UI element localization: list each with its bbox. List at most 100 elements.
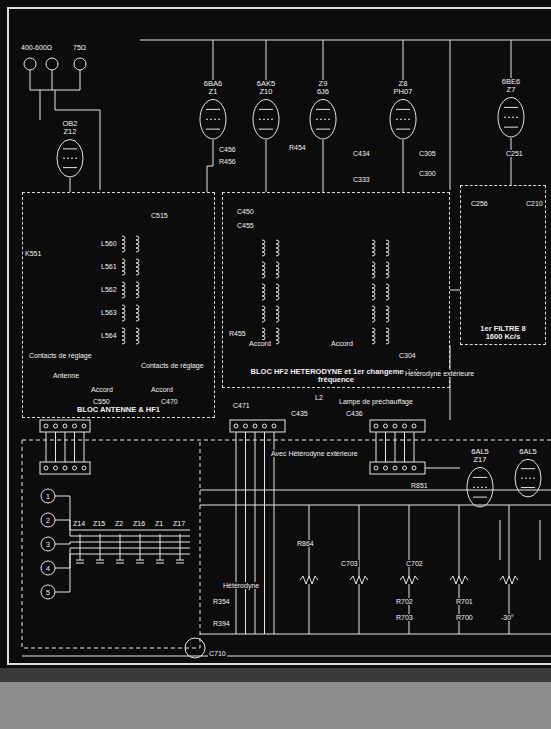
- antenna-wire: [30, 70, 100, 190]
- part-label: C210: [525, 200, 544, 207]
- part-label: R703: [395, 614, 414, 621]
- harness-wire: [55, 432, 56, 462]
- switch-position: [41, 513, 55, 527]
- part-label: C456: [218, 146, 237, 153]
- wire-connector: [266, 140, 267, 192]
- harness-wire: [236, 432, 237, 634]
- node-text: Z9: [318, 80, 329, 88]
- part-label: Avec Hétérodyne extérieure: [270, 450, 359, 457]
- tube-outline: [515, 459, 541, 497]
- part-label: C256: [470, 200, 489, 207]
- terminal-pin: [63, 424, 67, 428]
- terminal-pin: [374, 424, 378, 428]
- bus-wire: [22, 468, 551, 656]
- wire-connector: [403, 140, 404, 192]
- coil-symbol: [386, 306, 389, 322]
- harness-wire: [84, 432, 85, 462]
- harness-wire: [245, 432, 246, 634]
- coil-symbol: [386, 284, 389, 300]
- harness-wire: [404, 432, 405, 462]
- harness-wire: [46, 432, 47, 462]
- node-text: 6J6: [316, 88, 330, 96]
- tube-electrodes: [206, 109, 220, 129]
- circuit-wire: [309, 505, 310, 634]
- terminal-strip: [40, 462, 90, 474]
- harness-wire: [264, 432, 265, 634]
- tube-symbol: 6BE6Z7: [493, 78, 529, 138]
- coil-symbol: [122, 259, 125, 275]
- tube-outline: [57, 140, 83, 178]
- tube-symbol: 6AL5Z17: [462, 448, 498, 508]
- terminal-pin: [393, 466, 397, 470]
- terminal-pin: [73, 466, 77, 470]
- terminal-pin: [82, 466, 86, 470]
- part-label: C436: [345, 410, 364, 417]
- coil-symbol: [276, 306, 279, 322]
- terminal-pin: [54, 424, 58, 428]
- part-label: Accord: [248, 340, 272, 347]
- node-text: Z7: [506, 86, 517, 94]
- coil-symbol: [262, 306, 265, 322]
- tube-outline: [253, 100, 279, 140]
- terminal-pin: [272, 424, 276, 428]
- resistor-symbol: [500, 576, 518, 584]
- part-label: C450: [236, 208, 255, 215]
- coil-symbol: [136, 282, 139, 298]
- tube-symbol: 6AL5: [510, 448, 546, 498]
- coil-symbol: [276, 240, 279, 256]
- tube-symbol: OB2Z12: [52, 120, 88, 178]
- part-label: L563: [100, 309, 118, 316]
- part-label: C251: [505, 150, 524, 157]
- capacitor-symbol: [156, 534, 164, 563]
- photo-rim: [0, 668, 551, 682]
- part-label: Lampe de préchauffage: [338, 398, 414, 405]
- coil-symbol: [262, 262, 265, 278]
- coil-symbol: [262, 240, 265, 256]
- resistor-symbol: [350, 576, 368, 584]
- coil-symbol: [276, 262, 279, 278]
- part-label: C550: [92, 398, 111, 405]
- resistor-symbol: [400, 576, 418, 584]
- capacitor-symbol: [176, 534, 184, 563]
- part-label: Hétérodyne extérieure: [404, 370, 475, 377]
- terminal-pin: [73, 424, 77, 428]
- part-label: C471: [232, 402, 251, 409]
- tube-symbol: 6BA6Z1: [195, 80, 231, 140]
- part-label: C300: [418, 170, 437, 177]
- part-label: C305: [418, 150, 437, 157]
- plate-rail: [140, 40, 551, 80]
- coil-symbol: [386, 240, 389, 256]
- switch-number: 5: [45, 589, 51, 596]
- part-label: R702: [395, 598, 414, 605]
- coil-symbol: [372, 284, 375, 300]
- terminal-pin: [63, 466, 67, 470]
- node-text: Z10: [259, 88, 274, 96]
- wire-connector: [207, 140, 213, 192]
- terminal-pin: [412, 424, 416, 428]
- capacitor-symbol: [76, 534, 84, 563]
- part-label: L564: [100, 332, 118, 339]
- node-text: Z8: [398, 80, 409, 88]
- part-label: Hétérodyne: [222, 582, 260, 589]
- tube-symbol: Z8PH07: [385, 80, 421, 140]
- terminal-pin: [412, 466, 416, 470]
- harness-wire: [395, 432, 396, 462]
- node-text: 6BA6: [203, 80, 223, 88]
- antenna-terminal: [74, 58, 86, 70]
- part-label: C435: [290, 410, 309, 417]
- switch-number: 2: [45, 517, 51, 524]
- antenna-terminal: [24, 58, 36, 70]
- tube-outline: [310, 100, 336, 140]
- tube-electrodes: [316, 109, 330, 129]
- terminal-pin: [384, 466, 388, 470]
- terminal-pin: [253, 424, 257, 428]
- coil-symbol: [276, 328, 279, 344]
- resistor-symbol: [300, 576, 318, 584]
- part-label: R455: [228, 330, 247, 337]
- part-label: Contacts de réglage: [140, 362, 205, 369]
- circuit-block: 1er FILTRE 81600 Kc/s: [460, 185, 546, 345]
- tube-outline: [200, 100, 226, 140]
- terminal-strip: [370, 462, 425, 474]
- coil-symbol: [122, 328, 125, 344]
- panel-frame: [8, 8, 551, 664]
